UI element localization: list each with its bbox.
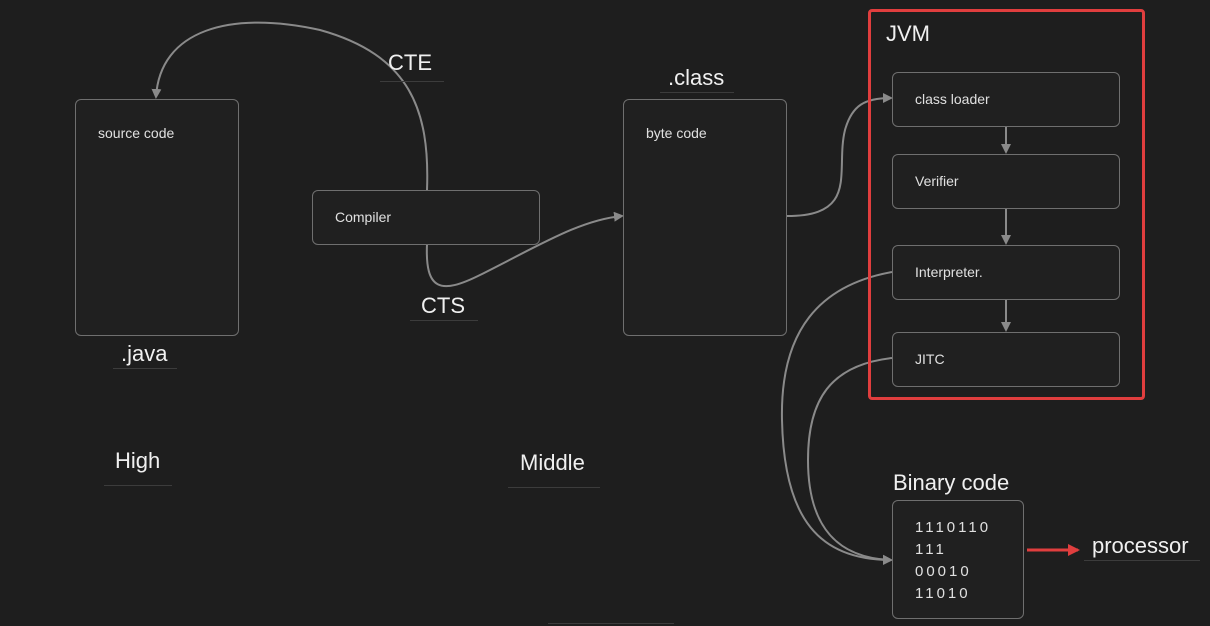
cte-label: CTE — [388, 50, 432, 75]
source-code-label: source code — [98, 125, 175, 141]
class-loader-label: class loader — [915, 91, 990, 107]
jvm-frame[interactable] — [868, 9, 1145, 400]
java-label: .java — [121, 341, 168, 366]
bottom-divider — [548, 623, 674, 624]
arrow-jitc-to-binary — [806, 357, 893, 565]
cts-underline — [410, 320, 478, 321]
arrow-interpreter-to-binary — [780, 271, 893, 565]
compiler-label: Compiler — [335, 209, 392, 225]
arrow-compiler-to-source — [151, 21, 429, 191]
binary-code-label: Binary code — [893, 470, 1010, 495]
jitc-label: JITC — [915, 351, 945, 367]
class-label: .class — [668, 65, 725, 90]
processor-label: processor — [1092, 533, 1189, 558]
byte-code-node[interactable]: byte code — [623, 99, 787, 336]
verifier-node[interactable]: Verifier — [892, 154, 1120, 209]
class-underline — [660, 92, 734, 93]
verifier-label: Verifier — [915, 173, 959, 189]
arrow-bytecode-to-classloader — [786, 93, 893, 217]
high-label: High — [115, 448, 161, 473]
arrow-compiler-to-bytecode — [425, 211, 624, 288]
binary-line: 111 — [915, 541, 947, 558]
middle-underline — [508, 487, 600, 488]
middle-label: Middle — [520, 450, 585, 475]
binary-code-node[interactable] — [892, 500, 1024, 619]
jitc-node[interactable]: JITC — [892, 332, 1120, 387]
high-underline — [104, 485, 172, 486]
compiler-node[interactable]: Compiler — [312, 190, 540, 245]
binary-code-lines: 1110110 111 00010 11010 — [915, 517, 991, 605]
java-underline — [113, 368, 177, 369]
binary-line: 00010 — [915, 563, 972, 580]
interpreter-node[interactable]: Interpreter. — [892, 245, 1120, 300]
processor-underline — [1084, 560, 1200, 561]
binary-line: 1110110 — [915, 519, 992, 536]
cte-underline — [380, 81, 444, 82]
cts-label: CTS — [421, 293, 465, 318]
class-loader-node[interactable]: class loader — [892, 72, 1120, 127]
jvm-label: JVM — [886, 21, 930, 46]
byte-code-label: byte code — [646, 125, 707, 141]
interpreter-label: Interpreter. — [915, 264, 983, 280]
source-code-node[interactable]: source code — [75, 99, 239, 336]
binary-line: 11010 — [915, 585, 971, 602]
